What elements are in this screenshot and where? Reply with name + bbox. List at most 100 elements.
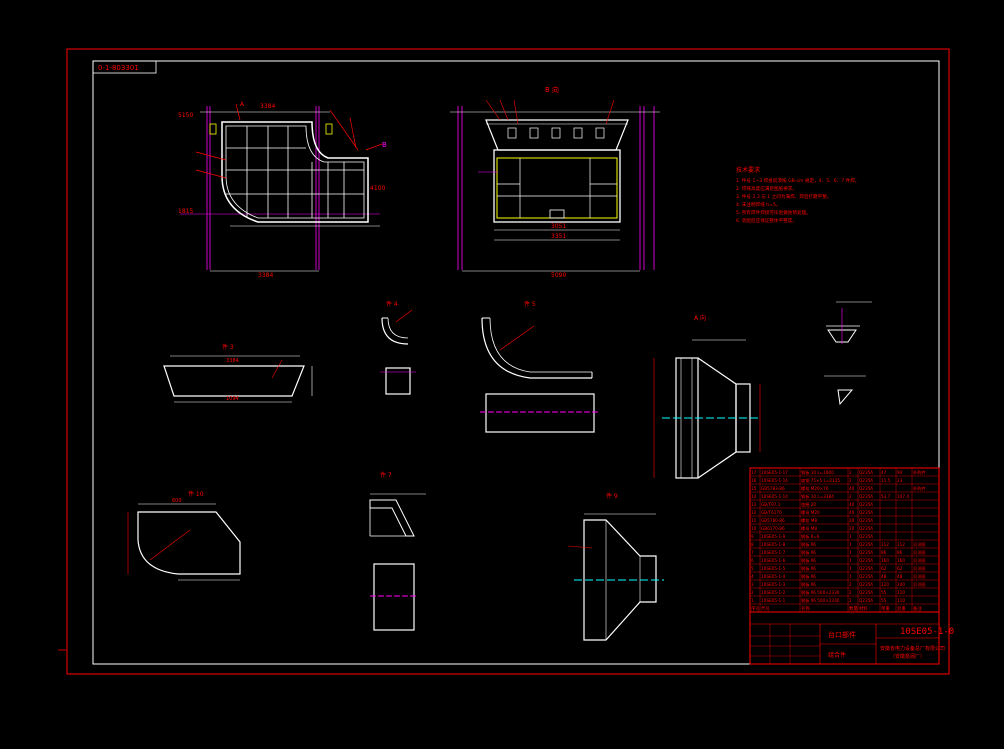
front-latch xyxy=(549,209,565,219)
bom-cell: 钢板 δ6 500×2330 xyxy=(801,597,840,604)
bom-cell: 62 xyxy=(897,566,903,571)
bom-cell: 10SE05-1-16 xyxy=(761,478,788,483)
part-7-profile xyxy=(369,499,415,537)
front-frame xyxy=(493,149,621,223)
bom-cell: Q235A xyxy=(859,598,873,603)
bom-cell: 53.7 xyxy=(881,494,891,499)
bom-cell: 6 xyxy=(751,558,754,563)
front-dim-text: 5090 xyxy=(551,272,566,279)
part-9-view: 件 9 xyxy=(567,492,664,641)
bom-cell: 钢板 δ6 xyxy=(801,541,816,548)
bom-cell: 2 xyxy=(849,598,852,603)
bom-cell: 2 xyxy=(849,494,852,499)
bom-cell: Q235A xyxy=(859,542,873,547)
bom-cell: 1 xyxy=(849,558,852,563)
bom-cell: 86 xyxy=(881,550,887,555)
leader-line xyxy=(195,151,227,161)
notes-line: 6. 装配后应保证整体平整度。 xyxy=(736,217,797,224)
bom-cell: 12 xyxy=(751,510,757,515)
outer-frame xyxy=(66,48,950,675)
bom-cell: 垫圈 20 xyxy=(801,501,816,508)
bom-header-cell: 序号 xyxy=(751,605,760,612)
part-7-plate xyxy=(373,563,415,631)
bom-cell: 钢板 10 L=3384 xyxy=(801,493,834,500)
bom-cell: 48 xyxy=(897,574,903,579)
bom-cell: 扁钢 75×5 L=2125 xyxy=(801,477,840,484)
leader-line xyxy=(499,99,509,121)
bom-cell: 4 xyxy=(751,574,754,579)
bom-cell: 螺栓 M8 xyxy=(801,517,817,524)
detail-right xyxy=(824,301,872,406)
bom-header-cell: 单重 xyxy=(881,605,890,612)
bom-cell: Q235A xyxy=(859,486,873,491)
bom-cell: 1 xyxy=(849,566,852,571)
notes-line: 1. 件号 1~3 焊接前须按 GB-cm 规定，4、5、6、7 件焊。 xyxy=(736,177,859,184)
bom-cell: 15 xyxy=(751,486,757,491)
part-label: 件 10 xyxy=(188,490,204,498)
bom-cell: 外购件 xyxy=(913,485,926,492)
part-10-outline xyxy=(137,511,241,575)
bom-cell: 见详图 xyxy=(913,573,926,580)
bom-cell: Q235A xyxy=(859,526,873,531)
view-label-b: B 向 xyxy=(545,85,559,94)
leader-line xyxy=(195,169,227,179)
plan-dim-text: 4100 xyxy=(370,185,385,192)
part-3-view: 件 3 3384 1094 xyxy=(163,343,313,403)
bom-cell: 10SE05-1-17 xyxy=(761,470,788,475)
bom-cell: 钢板 δ6 xyxy=(801,549,816,556)
bom-header-cell: 名称 xyxy=(801,605,810,612)
bom-cell: 2 xyxy=(849,582,852,587)
detail-part xyxy=(827,329,857,343)
bom-cell: 1 xyxy=(751,598,754,603)
front-gusset xyxy=(529,127,539,139)
bom-cell: GB6170-86 xyxy=(761,526,785,531)
bom-cell: 160 xyxy=(881,558,889,563)
plan-view: 5150 3384 1815 3384 4100 B A xyxy=(178,101,387,279)
code-stamp-box xyxy=(92,60,157,74)
bom-cell: 13 xyxy=(751,502,757,507)
bom-cell: 11 xyxy=(751,518,757,523)
bom-cell: 40 xyxy=(849,510,855,515)
detail-part xyxy=(837,389,854,406)
bom-header-cell: 数量 xyxy=(849,605,858,612)
company-line: （安徽泵阀厂） xyxy=(890,653,925,660)
bom-cell: 20 xyxy=(849,518,855,523)
part-4-block xyxy=(385,367,411,395)
bom-cell: 5 xyxy=(751,566,754,571)
section-b-mark: B xyxy=(382,141,387,149)
bom-cell: 2 xyxy=(751,590,754,595)
bom-cell: Q235A xyxy=(859,518,873,523)
bom-cell: 钢板 δ6 xyxy=(801,581,816,588)
drawing-title: 台口部件 xyxy=(828,630,856,639)
bom-header-cell: 材料 xyxy=(859,605,868,612)
bom-cell: 20 xyxy=(849,526,855,531)
bom-header-cell: 备注 xyxy=(913,605,922,612)
bom-cell: 10SE05-1-1 xyxy=(761,598,786,603)
part-5-view: 件 5 xyxy=(480,300,600,433)
leader-line xyxy=(513,99,519,125)
bom-cell: 1 xyxy=(849,574,852,579)
company-line: 安徽省电力设备总厂有限公司 xyxy=(880,645,945,652)
leader-line xyxy=(499,325,535,351)
bom-cell: 3 xyxy=(751,582,754,587)
bom-cell: 7 xyxy=(751,550,754,555)
code-stamp: 0-1-803301 xyxy=(98,64,139,72)
bom-cell: 120 xyxy=(881,582,889,587)
part-label: 件 4 xyxy=(386,300,398,308)
front-gusset xyxy=(595,127,605,139)
bom-cell: 2 xyxy=(849,590,852,595)
bom-cell: 1 xyxy=(849,550,852,555)
part-10-view: 件 10 600 xyxy=(127,490,241,581)
bom-cell: 40 xyxy=(849,502,855,507)
bom-cell: 外购件 xyxy=(913,469,926,476)
front-dim-text: 3051 xyxy=(551,223,566,230)
part-4-arc xyxy=(387,317,409,339)
leader-line xyxy=(485,99,501,121)
bom-cell: 见详图 xyxy=(913,581,926,588)
bom-cell: Q235A xyxy=(859,470,873,475)
bom-cell: 8 xyxy=(751,542,754,547)
bom-cell: GB/T6170 xyxy=(761,510,782,515)
plan-dim-text: 5150 xyxy=(178,112,193,119)
bom-cell: Q235A xyxy=(859,478,873,483)
bom-cell: Q235A xyxy=(859,502,873,507)
